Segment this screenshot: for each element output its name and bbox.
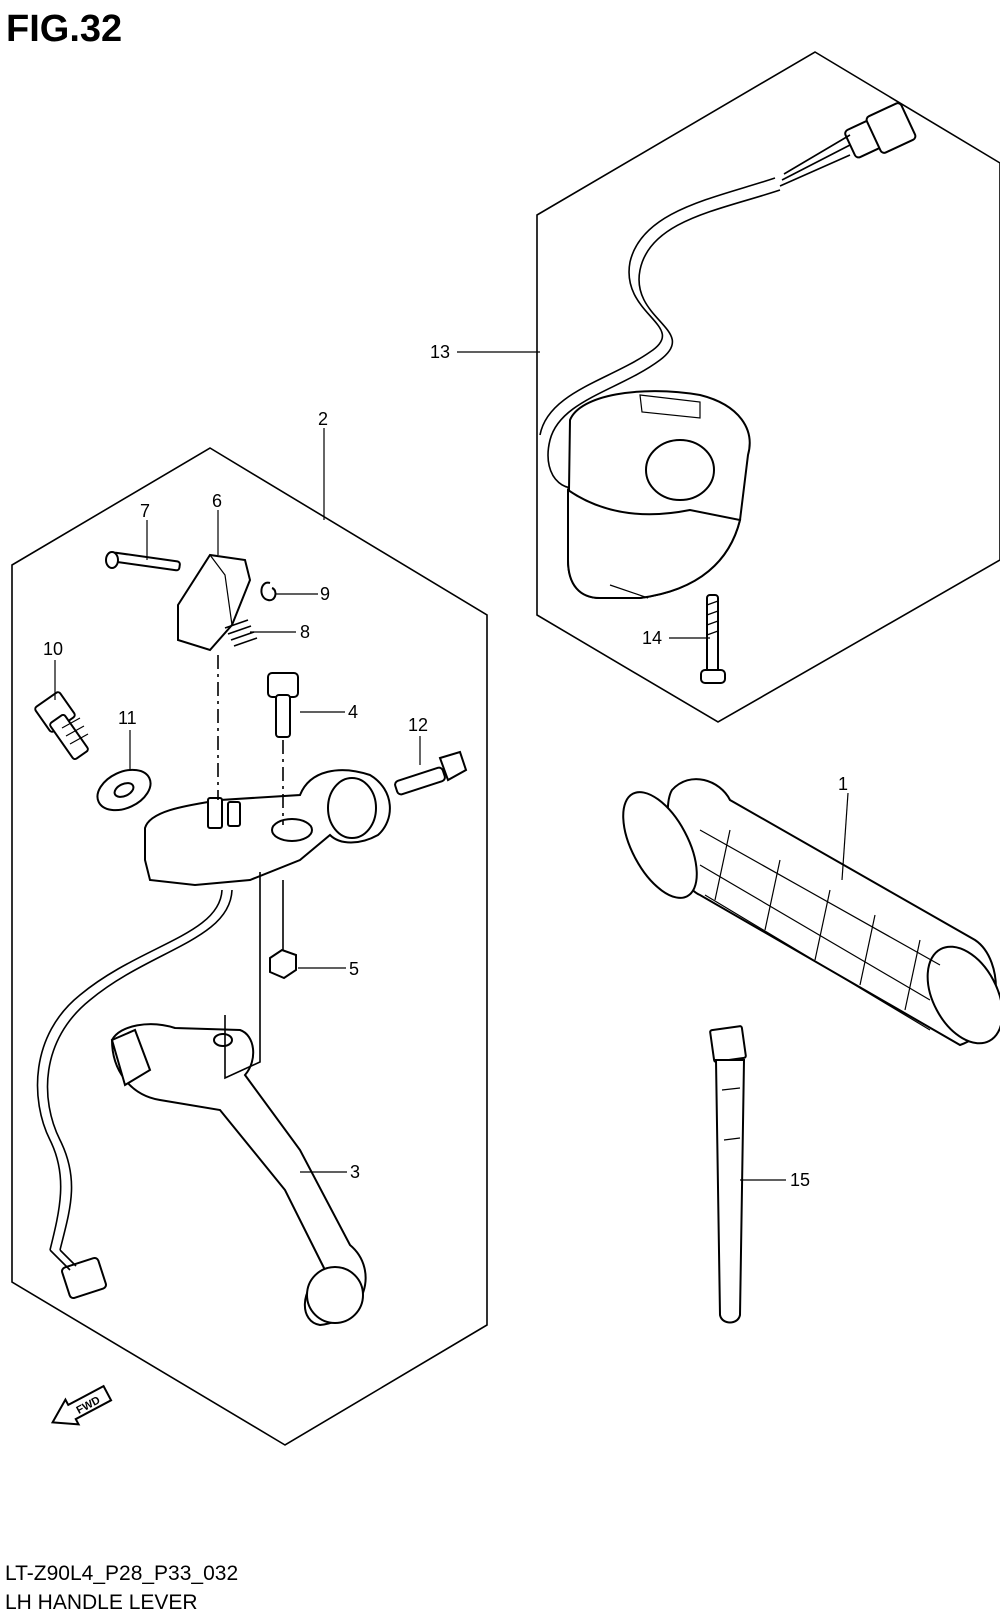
callout-7: 7 — [140, 501, 150, 521]
callout-1: 1 — [838, 774, 848, 794]
alignment-line-lever — [224, 872, 261, 1080]
callout-6: 6 — [212, 491, 222, 511]
pivot-bolt-part — [267, 672, 299, 738]
cable-tie-part — [709, 1025, 747, 1324]
interlock-switch-part — [177, 553, 252, 652]
figure-title: FIG.32 — [6, 8, 123, 50]
callout-14: 14 — [642, 628, 662, 648]
callout-15: 15 — [790, 1170, 810, 1190]
adjuster-bolt-part — [34, 691, 89, 761]
callout-11: 11 — [118, 708, 137, 728]
handle-grip-part — [622, 778, 1000, 1047]
nut-part — [269, 948, 297, 980]
holder-bolt-part — [394, 750, 468, 796]
clutch-lever-part — [110, 1023, 367, 1327]
callout-10: 10 — [43, 639, 63, 659]
callout-3: 3 — [350, 1162, 360, 1182]
spring-part — [224, 619, 258, 647]
callout-12: 12 — [408, 715, 428, 735]
forward-arrow-icon: FWD — [50, 1384, 113, 1426]
callout-4: 4 — [348, 702, 358, 722]
lever-harness-part — [36, 889, 233, 1300]
lever-assembly-outline — [11, 447, 488, 1446]
locknut-part — [96, 768, 152, 812]
callout-13: 13 — [430, 342, 450, 362]
callout-5: 5 — [349, 959, 359, 979]
callout-2: 2 — [318, 409, 328, 429]
leader-lines — [54, 351, 849, 1181]
model-code: LT-Z90L4_P28_P33_032 — [5, 1562, 239, 1585]
handle-switch-part — [539, 102, 917, 599]
figure-caption: LH HANDLE LEVER — [5, 1591, 198, 1614]
switch-assembly-outline — [536, 51, 1000, 723]
lever-holder-part — [144, 769, 391, 887]
circlip-part — [260, 581, 277, 602]
switch-screw-part — [700, 594, 726, 684]
callout-8: 8 — [300, 622, 310, 642]
callout-9: 9 — [320, 584, 330, 604]
lever-pin-part — [105, 551, 181, 572]
